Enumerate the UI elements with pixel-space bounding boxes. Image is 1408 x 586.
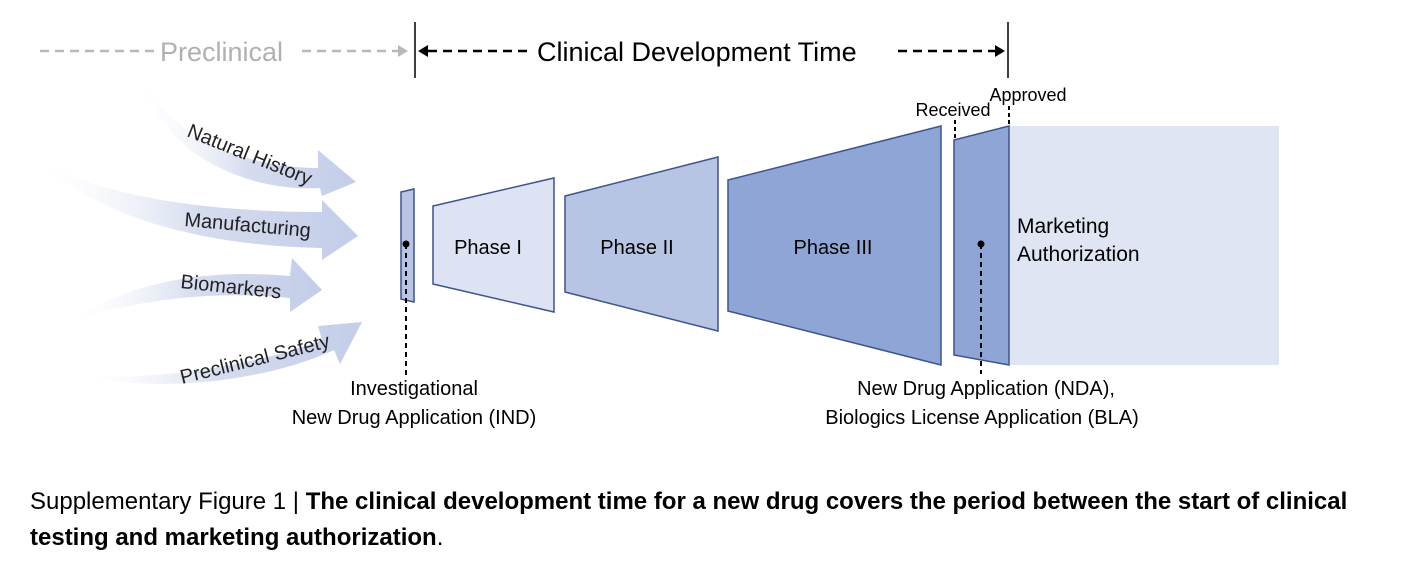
caption-suffix: .: [436, 524, 444, 551]
phase-2-shape: [564, 156, 719, 332]
phase-3-shape: [727, 125, 942, 366]
drug-development-diagram: Preclinical Clinical Development Time Na…: [40, 22, 1279, 429]
nda-label-line2: Biologics License Application (BLA): [825, 407, 1139, 429]
ind-milestone: Investigational New Drug Application (IN…: [292, 188, 537, 429]
figure-caption: Supplementary Figure 1 | The clinical de…: [30, 484, 1390, 556]
clinical-arrowhead-left: [418, 45, 428, 57]
approved-label: Approved: [989, 85, 1066, 105]
marketing-label-line1: Marketing: [1017, 215, 1109, 238]
nda-review: Received Approved Marketing Authorizatio…: [825, 85, 1279, 429]
preclinical-arrowhead: [398, 45, 408, 57]
marketing-authorization-block: [1009, 126, 1279, 365]
ind-label-line2: New Drug Application (IND): [292, 407, 537, 429]
clinical-label: Clinical Development Time: [537, 37, 857, 67]
timeline-header: Preclinical Clinical Development Time: [40, 22, 1009, 78]
clinical-arrowhead-right: [995, 45, 1005, 57]
received-label: Received: [915, 100, 990, 120]
manufacturing-arrow: [42, 162, 358, 260]
phase-1-label: Phase I: [454, 237, 522, 259]
marketing-label-line2: Authorization: [1017, 243, 1140, 266]
caption-bold-text: The clinical development time for a new …: [30, 488, 1348, 551]
nda-label-line1: New Drug Application (NDA),: [857, 378, 1115, 400]
caption-prefix: Supplementary Figure 1 |: [30, 488, 306, 515]
preclinical-safety-arrow: [82, 322, 362, 384]
input-arrows: Natural History Manufacturing Biomarkers…: [42, 76, 362, 389]
natural-history-arrow: [140, 76, 356, 196]
preclinical-label: Preclinical: [160, 37, 283, 67]
phases: Phase I Phase II Phase III: [432, 125, 942, 366]
biomarkers-arrow: [72, 258, 322, 320]
ind-label-line1: Investigational: [350, 378, 478, 400]
phase-3-label: Phase III: [794, 237, 873, 259]
phase-2-label: Phase II: [600, 237, 673, 259]
phase-1-shape: [432, 177, 555, 313]
